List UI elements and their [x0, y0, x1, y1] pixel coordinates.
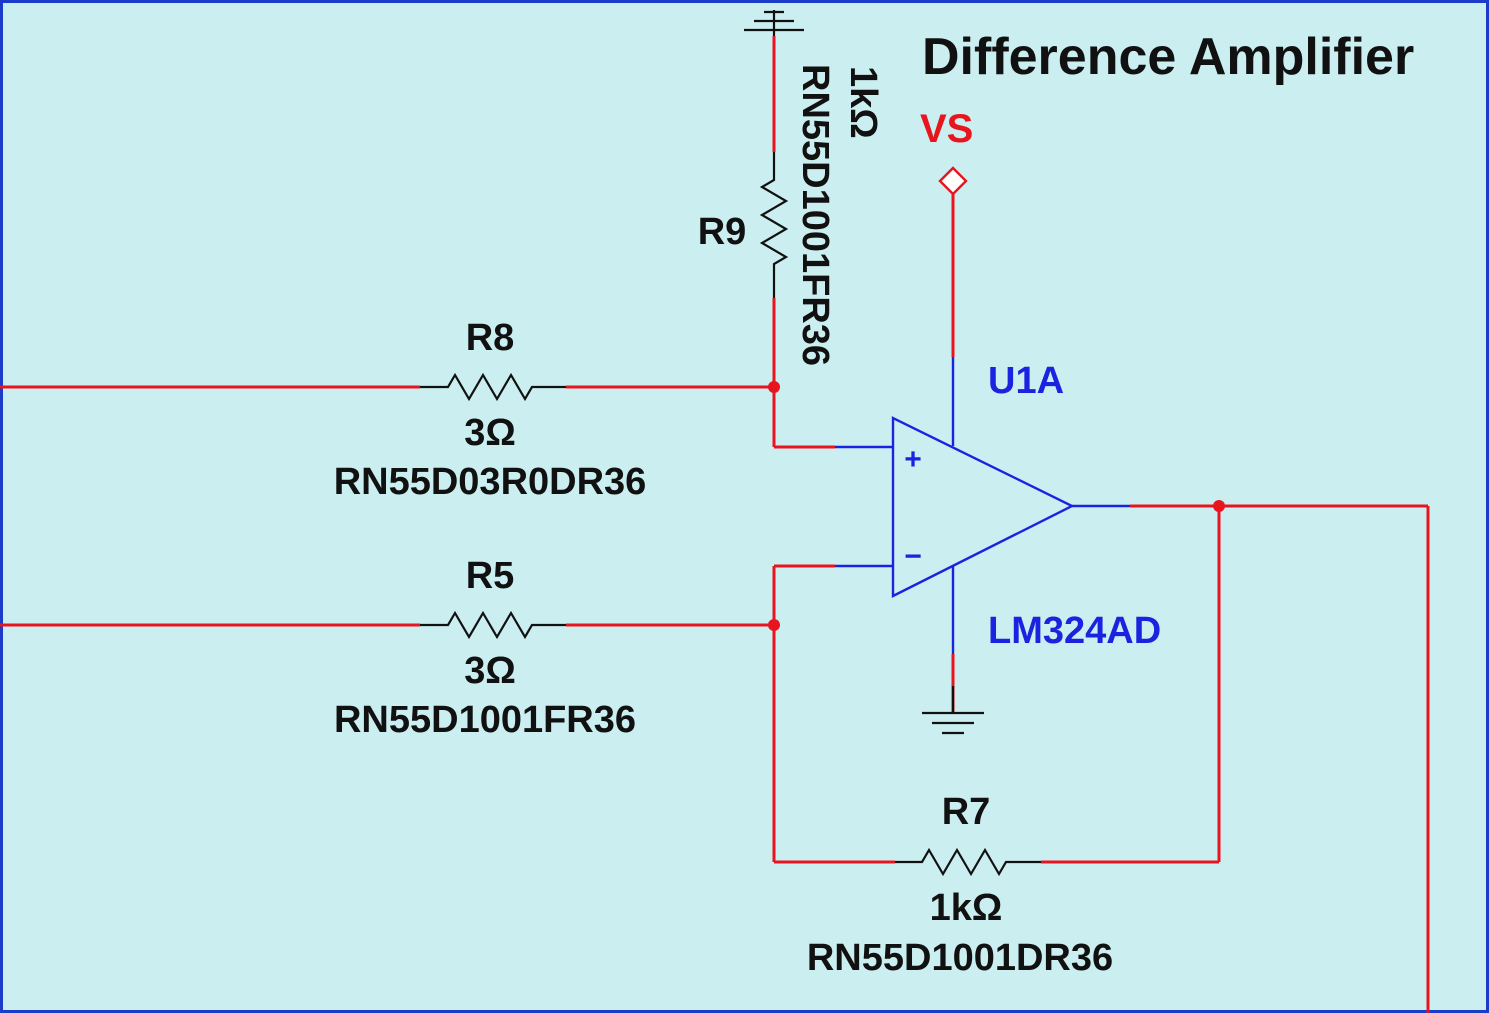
resistor-r7[interactable] — [895, 847, 1041, 877]
diagram-title: Difference Amplifier — [922, 28, 1414, 86]
junction-minus-node — [768, 619, 780, 631]
vs-connector-icon — [938, 166, 968, 196]
r9-ref: R9 — [698, 211, 747, 253]
opamp-ref: U1A — [988, 360, 1064, 402]
r5-value: 3Ω — [464, 650, 516, 692]
junction-plus-node — [768, 381, 780, 393]
ground-opamp-icon — [922, 686, 984, 735]
resistor-r9[interactable] — [759, 152, 789, 298]
ground-top-icon — [744, 10, 804, 36]
opamp-part: LM324AD — [988, 610, 1161, 652]
r7-value: 1kΩ — [930, 887, 1003, 929]
opamp-plus-sign: + — [904, 443, 922, 476]
r7-ref: R7 — [942, 791, 991, 833]
r8-part: RN55D03R0DR36 — [334, 461, 647, 503]
resistor-r5[interactable] — [420, 610, 566, 640]
wires — [0, 36, 1430, 1013]
r9-part: RN55D1001FR36 — [794, 64, 836, 366]
r5-part: RN55D1001FR36 — [334, 699, 636, 741]
resistor-r8[interactable] — [420, 372, 566, 402]
junction-output-node — [1213, 500, 1225, 512]
r7-part: RN55D1001DR36 — [807, 937, 1113, 979]
opamp-u1a[interactable] — [835, 357, 1130, 654]
r8-ref: R8 — [466, 317, 515, 359]
r5-ref: R5 — [466, 555, 515, 597]
r8-value: 3Ω — [464, 412, 516, 454]
r9-value: 1kΩ — [842, 66, 884, 139]
vs-label: VS — [920, 107, 973, 151]
opamp-minus-sign: − — [904, 540, 922, 573]
